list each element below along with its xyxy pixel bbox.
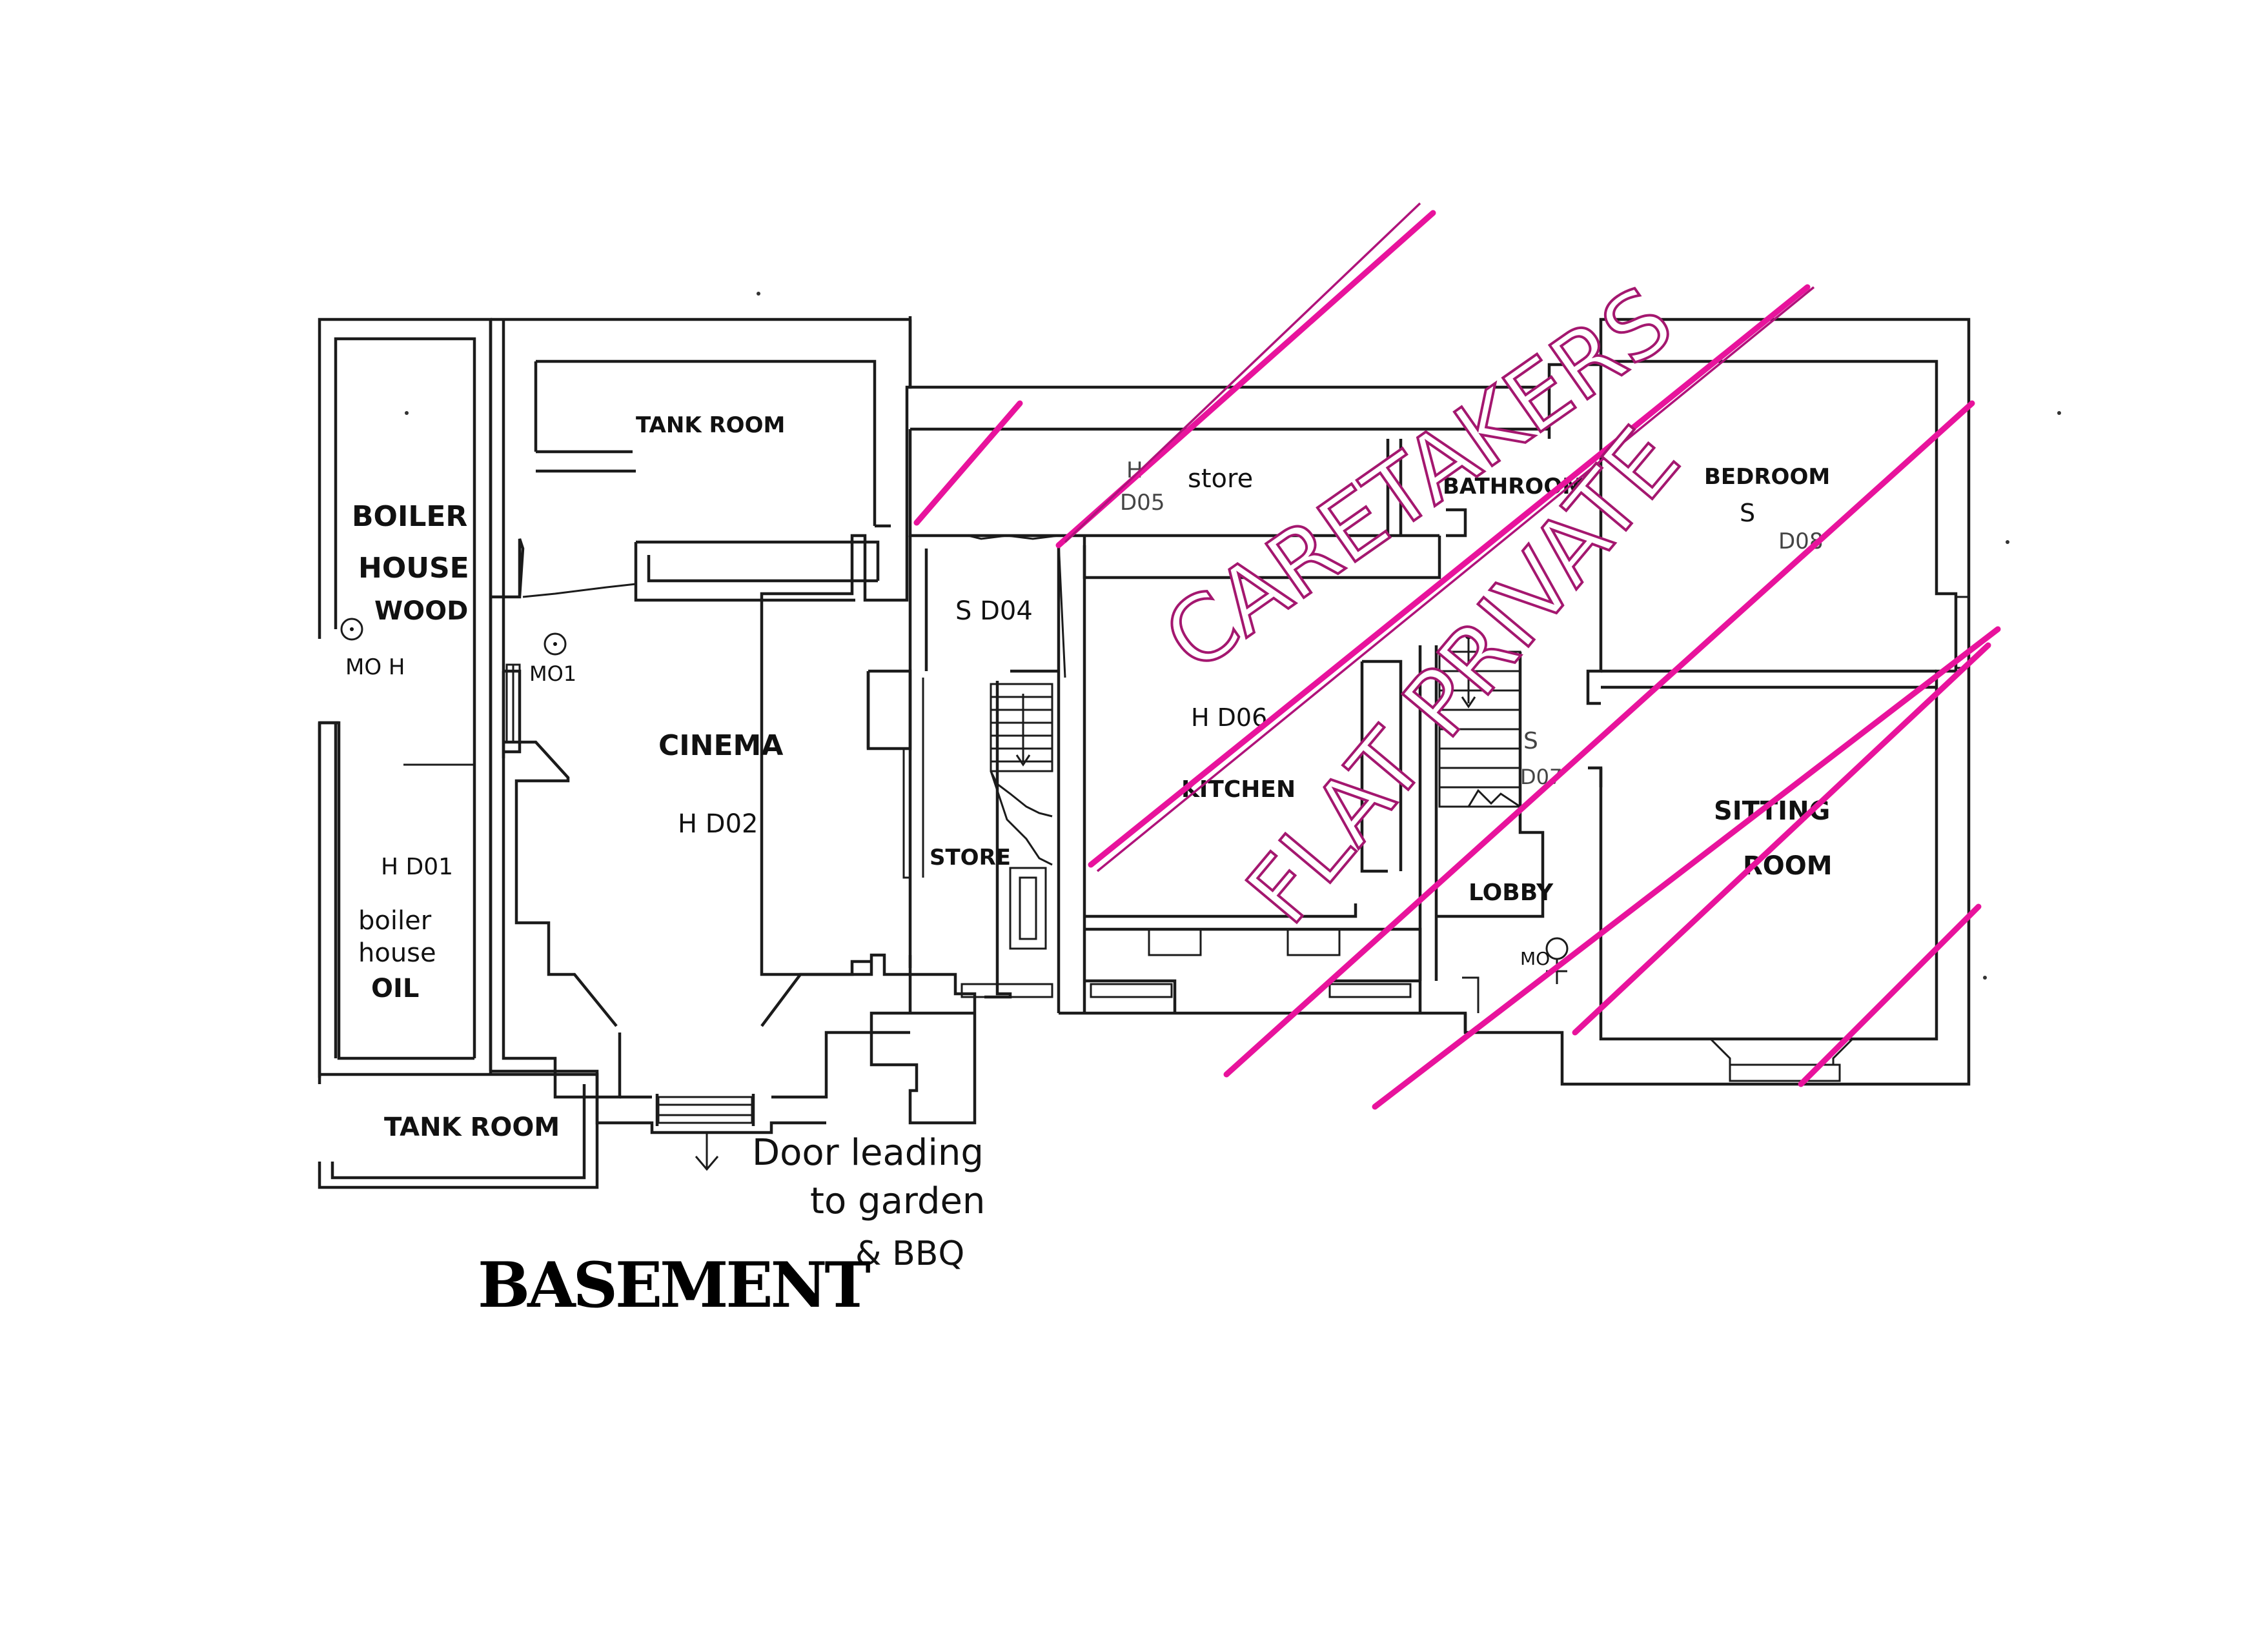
boiler-house-wood-line-3: WOOD: [374, 596, 468, 626]
lobby-mo-label: MO: [1520, 948, 1550, 969]
boiler-house-oil-line-1: boiler: [358, 906, 432, 936]
lobby-label: LOBBY: [1469, 880, 1554, 906]
door-note-line-1: Door leading: [752, 1132, 984, 1174]
cinema-codes: H D02: [678, 809, 758, 839]
oil-codes: H D01: [381, 854, 453, 880]
store-top-label: store: [1188, 464, 1253, 494]
lobby-code-s: S: [1523, 728, 1538, 754]
cinema-label: CINEMA: [658, 729, 783, 762]
bedroom-label: BEDROOM: [1704, 464, 1830, 490]
store-small-label: STORE: [930, 845, 1011, 871]
boiler-house-oil-line-2: house: [358, 938, 436, 968]
store-top-code-d: D05: [1120, 490, 1164, 516]
bedroom-code-s: S: [1740, 499, 1755, 527]
door-note: Door leading to garden & BBQ: [695, 1132, 985, 1273]
sitting-room-line-2: ROOM: [1743, 851, 1833, 881]
tank-room-top-label: TANK ROOM: [636, 412, 785, 438]
door-note-line-3: & BBQ: [855, 1234, 964, 1273]
sd04-label: S D04: [955, 596, 1033, 626]
walls: [318, 316, 1971, 1189]
boiler-house-wood-line-1: BOILER: [352, 500, 467, 533]
boiler-codes: MO H: [345, 654, 405, 680]
mo1-label: MO1: [529, 661, 576, 686]
private-overlay: CARETAKERS FLAT PRIVATE: [913, 202, 2001, 1110]
room-labels: BOILER HOUSE WOOD MO H TANK ROOM TANK RO…: [345, 412, 1833, 1142]
door-note-line-2: to garden: [810, 1180, 985, 1222]
mo-symbols: [340, 618, 1569, 984]
boiler-house-wood-line-2: HOUSE: [358, 552, 469, 585]
stair-1: [990, 683, 1053, 950]
stair-2: [1438, 632, 1521, 808]
plan-title: BASEMENT: [478, 1249, 870, 1322]
kitchen-label: KITCHEN: [1181, 776, 1296, 803]
tank-room-bottom-label: TANK ROOM: [384, 1113, 560, 1142]
kitchen-codes: H D06: [1191, 703, 1267, 732]
boiler-house-oil-line-3: OIL: [371, 974, 419, 1003]
